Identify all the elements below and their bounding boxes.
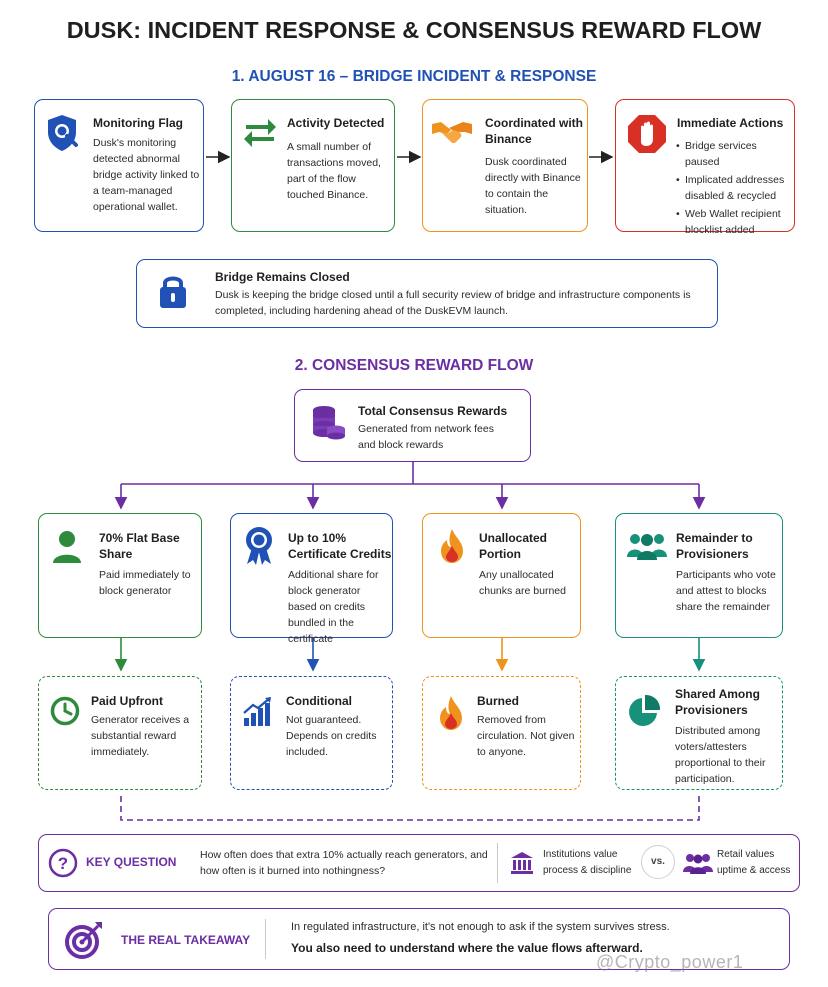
immediate-actions-title: Immediate Actions (677, 116, 784, 130)
flame-icon (440, 696, 462, 730)
unallocated-card: Unallocated Portion Any unallocated chun… (422, 513, 581, 638)
takeaway-line-2: You also need to understand where the va… (291, 941, 643, 955)
group-icon (683, 854, 713, 874)
takeaway-line-1: In regulated infrastructure, it's not en… (291, 921, 670, 933)
target-icon (65, 922, 102, 959)
divider (497, 843, 498, 883)
stop-hand-icon (628, 115, 666, 153)
shield-search-icon (48, 115, 78, 151)
paid-upfront-card: Paid Upfront Generator receives a substa… (38, 676, 202, 790)
exchange-arrows-icon (244, 119, 276, 147)
bridge-closed-card: Bridge Remains Closed Dusk is keeping th… (136, 259, 718, 328)
retail-text: Retail values uptime & access (717, 849, 791, 876)
institutions-text: Institutions value process & discipline (543, 849, 632, 876)
divider (265, 919, 266, 959)
growth-chart-icon (243, 697, 271, 726)
key-question-label: KEY QUESTION (86, 855, 177, 869)
total-rewards-title: Total Consensus Rewards (358, 404, 508, 418)
total-rewards-body: Generated from network fees and block re… (358, 423, 494, 451)
person-icon (53, 531, 81, 563)
action-item: Bridge services paused (676, 138, 794, 170)
key-question-text: How often does that extra 10% actually r… (200, 849, 488, 877)
burned-body: Removed from circulation. Not given to a… (477, 714, 575, 758)
section-2-heading: 2. CONSENSUS REWARD FLOW (294, 357, 534, 374)
takeaway-label: THE REAL TAKEAWAY (121, 933, 251, 947)
page-title: DUSK: INCIDENT RESPONSE & CONSENSUS REWA… (66, 17, 762, 43)
action-item: Implicated addresses disabled & recycled (676, 172, 794, 204)
unallocated-body: Any unallocated chunks are burned (479, 569, 566, 597)
bridge-closed-body: Dusk is keeping the bridge closed until … (215, 289, 691, 317)
question-icon: ? (48, 848, 78, 878)
group-icon (627, 534, 667, 560)
shared-provisioners-title: Shared Among Provisioners (675, 687, 760, 717)
activity-detected-body: A small number of transactions moved, pa… (287, 141, 381, 201)
provisioners-title: Remainder to Provisioners (676, 531, 753, 561)
flame-icon (441, 529, 463, 563)
conditional-body: Not guaranteed. Depends on credits inclu… (286, 714, 377, 758)
monitoring-flag-title: Monitoring Flag (93, 116, 183, 130)
immediate-actions-list: Bridge services paused Implicated addres… (676, 138, 794, 238)
svg-text:?: ? (58, 854, 68, 873)
vs-badge: vs. (641, 845, 675, 879)
handshake-icon (432, 122, 472, 144)
pie-chart-icon (629, 694, 661, 726)
section-1-heading: 1. AUGUST 16 – BRIDGE INCIDENT & RESPONS… (231, 68, 597, 85)
paid-upfront-title: Paid Upfront (91, 694, 163, 708)
base-share-body: Paid immediately to block generator (99, 569, 191, 597)
monitoring-flag-body: Dusk's monitoring detected abnormal brid… (93, 137, 200, 213)
watermark: @Crypto_power1 (596, 952, 744, 972)
coins-stack-icon (313, 406, 345, 440)
activity-detected-title: Activity Detected (287, 116, 385, 130)
shared-provisioners-card: Shared Among Provisioners Distributed am… (615, 676, 783, 790)
takeaway-box: THE REAL TAKEAWAY In regulated infrastru… (48, 908, 790, 970)
conditional-title: Conditional (286, 694, 352, 708)
coordinated-binance-title: Coordinated with Binance (485, 116, 583, 146)
institution-icon (511, 852, 533, 874)
conditional-card: Conditional Not guaranteed. Depends on c… (230, 676, 393, 790)
base-share-title: 70% Flat Base Share (99, 531, 180, 561)
monitoring-flag-card: Monitoring Flag Dusk's monitoring detect… (34, 99, 204, 232)
provisioners-body: Participants who vote and attest to bloc… (676, 569, 776, 613)
clock-icon (50, 696, 80, 726)
key-question-box: ? KEY QUESTION How often does that extra… (38, 834, 800, 892)
lock-icon (160, 276, 186, 308)
action-item: Web Wallet recipient blocklist added (676, 206, 794, 238)
award-ribbon-icon (246, 527, 272, 565)
certificate-credits-body: Additional share for block generator bas… (288, 569, 379, 645)
certificate-credits-card: Up to 10% Certificate Credits Additional… (230, 513, 393, 645)
certificate-credits-title: Up to 10% Certificate Credits (288, 531, 392, 561)
base-share-card: 70% Flat Base Share Paid immediately to … (38, 513, 202, 638)
burned-card: Burned Removed from circulation. Not giv… (422, 676, 581, 790)
burned-title: Burned (477, 694, 519, 708)
coordinated-binance-card: Coordinated with Binance Dusk coordinate… (422, 99, 588, 232)
provisioners-card: Remainder to Provisioners Participants w… (615, 513, 783, 638)
bridge-closed-title: Bridge Remains Closed (215, 270, 350, 284)
unallocated-title: Unallocated Portion (479, 531, 548, 561)
paid-upfront-body: Generator receives a substantial reward … (91, 714, 190, 758)
coordinated-binance-body: Dusk coordinated directly with Binance t… (485, 156, 581, 216)
total-rewards-card: Total Consensus Rewards Generated from n… (294, 389, 531, 462)
shared-provisioners-body: Distributed among voters/attesters propo… (675, 725, 766, 785)
activity-detected-card: Activity Detected A small number of tran… (231, 99, 395, 232)
immediate-actions-card: Immediate Actions Bridge services paused… (615, 99, 795, 236)
